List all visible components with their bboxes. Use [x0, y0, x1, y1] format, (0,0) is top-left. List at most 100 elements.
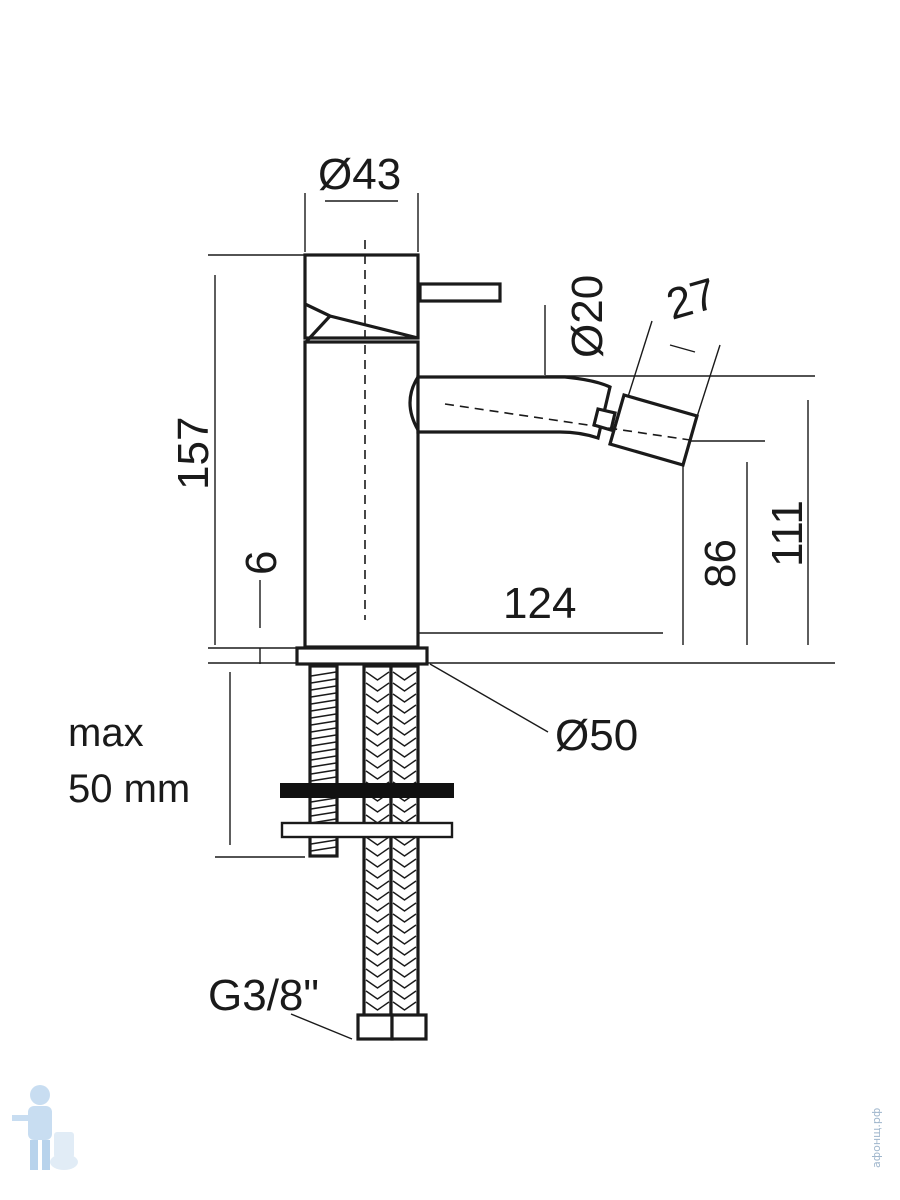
- hose-braid-stroke: [365, 759, 390, 769]
- hose-braid-stroke: [365, 847, 390, 857]
- stud-thread-line: [310, 804, 337, 810]
- hose-braid-stroke: [392, 968, 417, 978]
- hose-braid-stroke: [392, 1001, 417, 1011]
- faucet-body: [295, 240, 699, 666]
- hose-braid-stroke: [365, 748, 390, 758]
- stud-thread-line: [310, 699, 337, 705]
- label-max: max: [68, 711, 144, 755]
- braided-hose-right: [389, 664, 420, 1018]
- label-spout-reach: 124: [503, 579, 576, 628]
- hose-braid-stroke: [392, 770, 417, 780]
- stud-thread-line: [310, 748, 337, 754]
- hose-braid-stroke: [365, 803, 390, 813]
- hose-braid-stroke: [365, 990, 390, 1000]
- washer-plate: [280, 821, 454, 839]
- hose-braid-stroke: [392, 913, 417, 923]
- label-spout-diameter: Ø20: [563, 275, 612, 358]
- hose-braid-stroke: [392, 957, 417, 967]
- hose-braid-stroke: [365, 924, 390, 934]
- stud-thread-line: [310, 776, 337, 782]
- hose-braid-stroke: [392, 935, 417, 945]
- hose-braid-stroke: [392, 748, 417, 758]
- aerator: [608, 393, 699, 467]
- hose-braid-stroke: [365, 858, 390, 868]
- hose-braid-stroke: [365, 968, 390, 978]
- stud-thread-line: [310, 797, 337, 803]
- hose-braid-stroke: [365, 880, 390, 890]
- hose-braid-stroke: [365, 869, 390, 879]
- hose-braid-stroke: [365, 671, 390, 681]
- hose-braid-stroke: [392, 880, 417, 890]
- plumber-mascot-logo: [12, 1085, 78, 1170]
- stud-thread-line: [310, 769, 337, 775]
- stud-thread-line: [310, 727, 337, 733]
- hose-braid-stroke: [392, 704, 417, 714]
- hose-fitting-right: [390, 1013, 428, 1041]
- hose-braid-stroke: [365, 726, 390, 736]
- hose-braid-stroke: [365, 979, 390, 989]
- main-column: [303, 340, 420, 649]
- hose-braid-stroke: [392, 891, 417, 901]
- hose-braid-stroke: [392, 990, 417, 1000]
- label-base-plate-thickness: 6: [237, 551, 286, 575]
- label-height-total: 157: [169, 417, 218, 490]
- stud-thread-line: [310, 678, 337, 684]
- spout: [416, 375, 612, 441]
- hose-braid-stroke: [392, 902, 417, 912]
- hose-braid-stroke: [365, 682, 390, 692]
- hose-braid-stroke: [365, 902, 390, 912]
- hose-braid-stroke: [365, 737, 390, 747]
- hose-braid-stroke: [365, 913, 390, 923]
- stud-thread-line: [310, 762, 337, 768]
- hose-braid-stroke: [392, 737, 417, 747]
- hose-braid-stroke: [392, 803, 417, 813]
- hose-braid-stroke: [365, 836, 390, 846]
- label-outlet-height: 86: [696, 539, 745, 588]
- hose-braid-stroke: [392, 726, 417, 736]
- dimension-lines: [208, 193, 835, 1040]
- label-top-diameter: Ø43: [318, 150, 401, 199]
- hose-braid-stroke: [365, 715, 390, 725]
- hose-braid-stroke: [365, 891, 390, 901]
- stud-thread-line: [310, 692, 337, 698]
- hose-braid-stroke: [365, 1001, 390, 1011]
- label-aerator-length: 27: [661, 269, 722, 330]
- label-base-diameter: Ø50: [555, 711, 638, 760]
- label-connection-thread: G3/8": [208, 971, 319, 1020]
- stud-thread-line: [310, 846, 337, 852]
- braided-hose-left: [362, 664, 393, 1018]
- stud-thread-line: [310, 741, 337, 747]
- hose-braid-stroke: [392, 671, 417, 681]
- watermark-site: афонщ.рф: [870, 1108, 883, 1168]
- hose-braid-stroke: [392, 759, 417, 769]
- hose-braid-stroke: [365, 957, 390, 967]
- stud-thread-line: [310, 839, 337, 845]
- mounting-hardware: [280, 664, 454, 1041]
- hose-braid-stroke: [392, 715, 417, 725]
- dimension-labels: Ø43 157 Ø20 27 6 124 86 111 Ø50 G3/8" ma…: [68, 150, 812, 1020]
- hose-braid-stroke: [392, 693, 417, 703]
- hose-fitting-left: [356, 1013, 394, 1041]
- stud-thread-line: [310, 713, 337, 719]
- label-max-value: 50 mm: [68, 767, 190, 811]
- stud-thread-line: [310, 685, 337, 691]
- hose-braid-stroke: [365, 946, 390, 956]
- hose-braid-stroke: [392, 924, 417, 934]
- gasket-bar: [280, 783, 454, 798]
- watermark: афонщ.рф: [12, 1085, 883, 1170]
- hose-braid-stroke: [365, 693, 390, 703]
- handle-lever: [418, 282, 502, 303]
- stud-thread-line: [310, 706, 337, 712]
- stud-thread-line: [310, 720, 337, 726]
- stud-thread-line: [310, 671, 337, 677]
- hose-braid-stroke: [365, 935, 390, 945]
- hose-braid-stroke: [365, 704, 390, 714]
- stud-thread-line: [310, 811, 337, 817]
- base-plate: [295, 646, 429, 666]
- hose-braid-stroke: [392, 858, 417, 868]
- hose-braid-stroke: [392, 847, 417, 857]
- label-spout-height: 111: [763, 500, 812, 567]
- hose-braid-stroke: [365, 770, 390, 780]
- hose-braid-stroke: [392, 682, 417, 692]
- hose-braid-stroke: [392, 836, 417, 846]
